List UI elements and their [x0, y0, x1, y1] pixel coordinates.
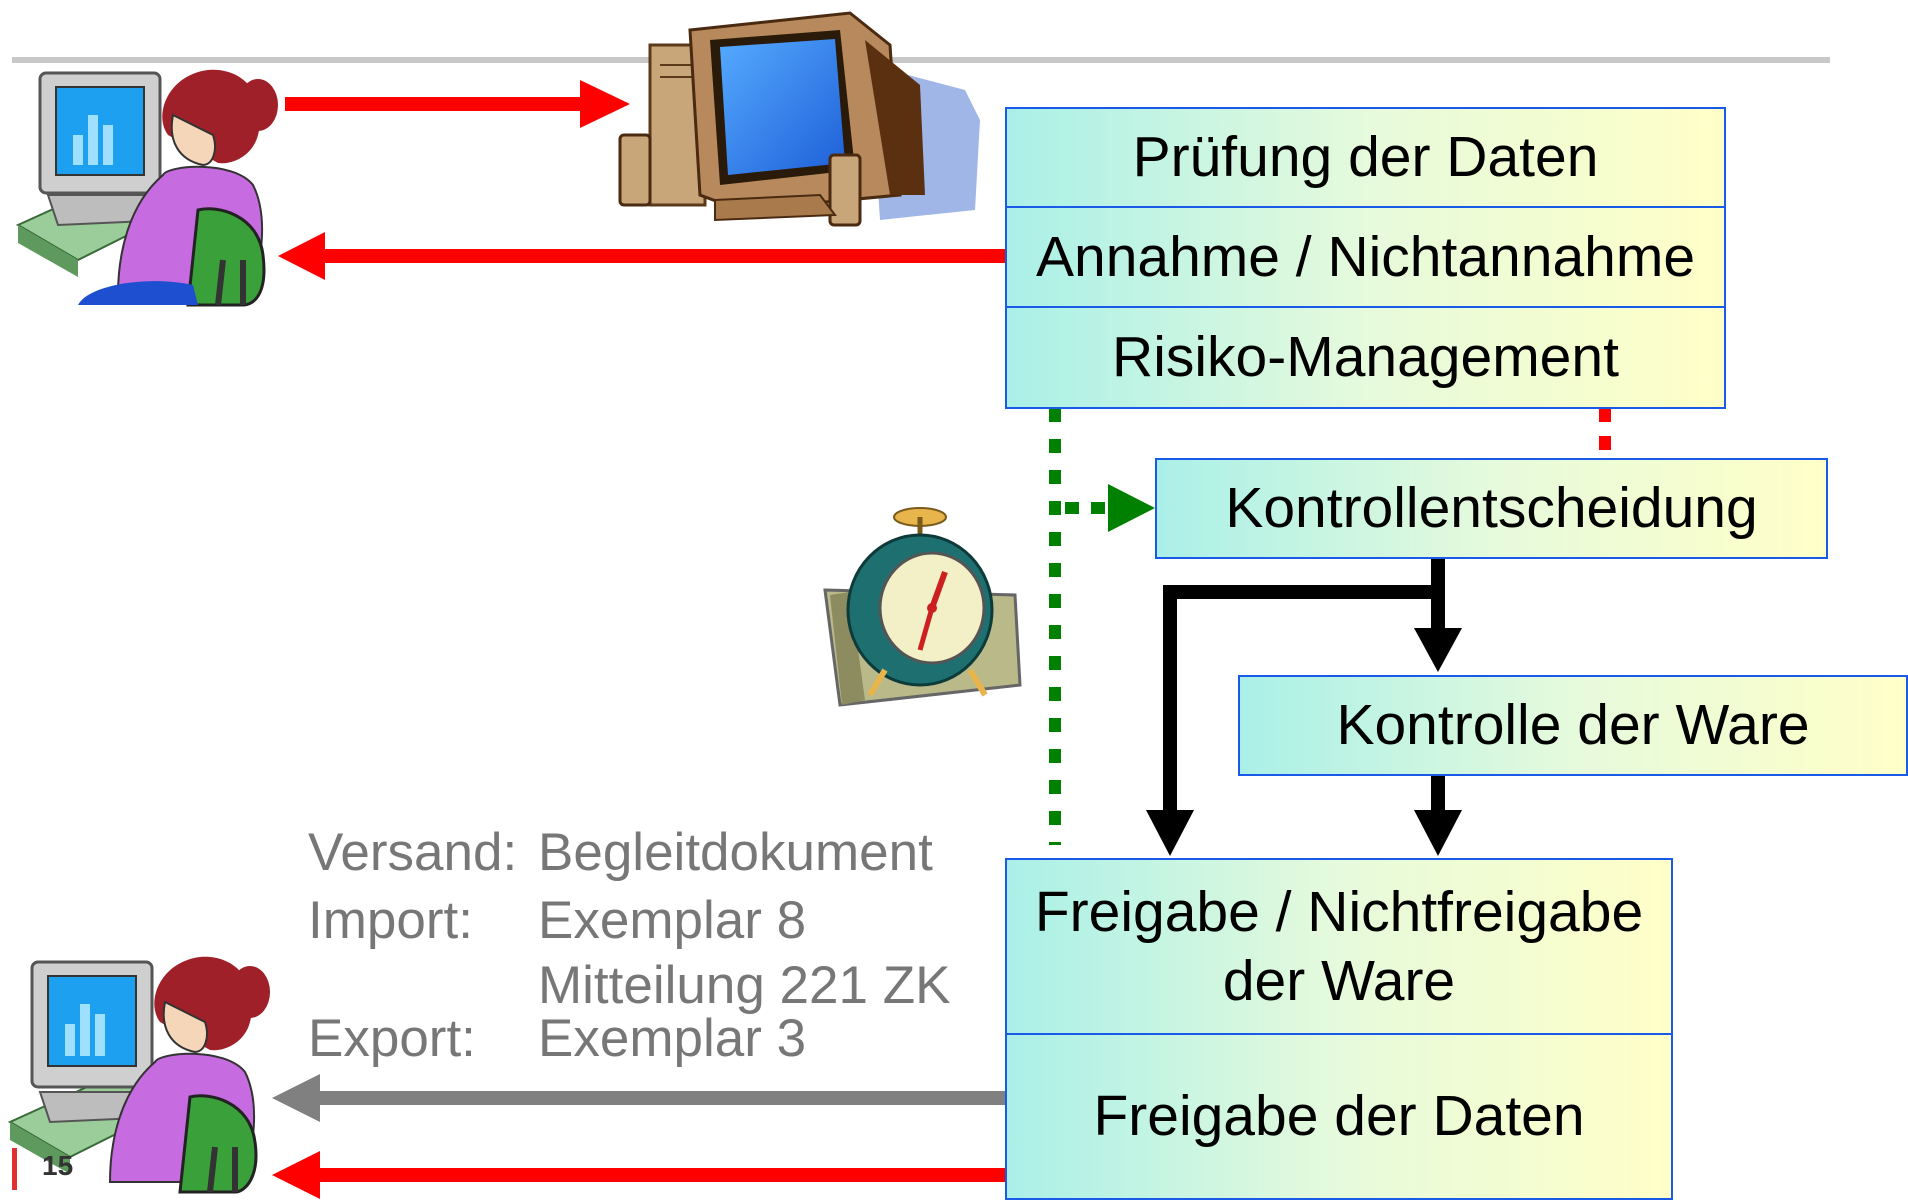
- goods-release-box: Freigabe / Nichtfreigabe der Ware: [1005, 858, 1673, 1035]
- control-decision-box: Kontrollentscheidung: [1155, 458, 1828, 559]
- risk-management-box: Risiko-Management: [1005, 308, 1726, 409]
- goods-release-label-line1: Freigabe / Nichtfreigabe: [1034, 880, 1644, 945]
- export-value: Exemplar 3: [538, 1009, 807, 1068]
- control-decision-label: Kontrollentscheidung: [1225, 476, 1758, 541]
- data-release-label: Freigabe der Daten: [1093, 1084, 1585, 1149]
- acceptance-box: Annahme / Nichtannahme: [1005, 208, 1726, 308]
- release-stack: Freigabe / Nichtfreigabe der Ware Freiga…: [1005, 858, 1673, 1200]
- page-number: 15: [42, 1150, 74, 1181]
- computer-monitor-icon: [618, 11, 980, 227]
- goods-control-label: Kontrolle der Ware: [1336, 693, 1810, 758]
- goods-control-box: Kontrolle der Ware: [1238, 675, 1908, 776]
- import-label: Import:: [308, 891, 473, 950]
- data-release-box: Freigabe der Daten: [1005, 1035, 1673, 1200]
- risk-management-label: Risiko-Management: [1112, 325, 1619, 390]
- import-value-1: Exemplar 8: [538, 891, 807, 950]
- data-check-label: Prüfung der Daten: [1132, 125, 1599, 190]
- acceptance-label: Annahme / Nichtannahme: [1035, 224, 1696, 289]
- document-arrow: [272, 1074, 1005, 1122]
- alarm-clock-icon: [823, 507, 1022, 707]
- risk-analysis-stack: Prüfung der Daten Annahme / Nichtannahme…: [1005, 107, 1726, 409]
- export-label: Export:: [308, 1009, 476, 1068]
- dispatch-value: Begleitdokument: [538, 823, 933, 882]
- submit-arrow: [285, 80, 630, 128]
- page-marker: [12, 1148, 17, 1190]
- acceptance-response-arrow: [278, 232, 1005, 280]
- goods-release-label-line2: der Ware: [1222, 948, 1456, 1013]
- dispatch-label: Versand:: [308, 823, 518, 882]
- woman-at-computer-bottom-icon: [7, 956, 270, 1194]
- risk-flow-dotted-line: [1049, 408, 1155, 845]
- data-release-arrow: [272, 1151, 1005, 1199]
- woman-at-computer-icon: [15, 69, 278, 307]
- data-check-box: Prüfung der Daten: [1005, 107, 1726, 208]
- import-value-2: Mitteilung 221 ZK: [538, 956, 951, 1015]
- decision-arrows: [1146, 558, 1462, 856]
